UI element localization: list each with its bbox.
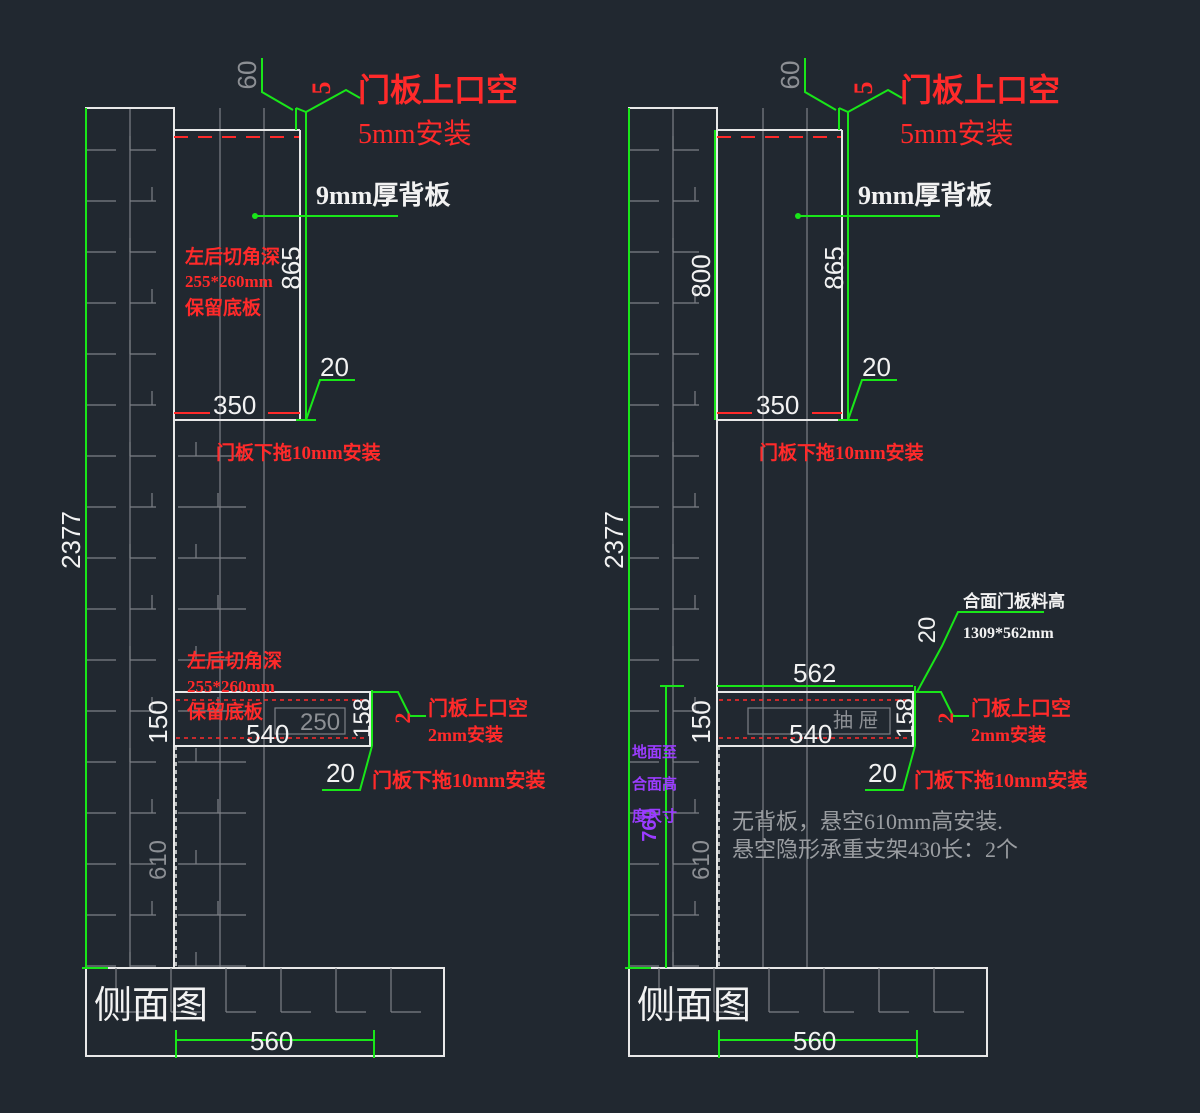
note-drawer-gap-2: 2mm安装 [428, 724, 503, 745]
note-top-gap-1: 门板上口空 [900, 72, 1060, 108]
dim-drawer-gap: 2 [933, 713, 958, 724]
drawer-handle-outline [274, 707, 346, 735]
dim-upper-height: 865 [819, 246, 849, 289]
leader-60 [804, 58, 837, 111]
note-door-drop-upper: 门板下拖10mm安装 [216, 441, 381, 464]
note-corner-cut-1: 左后切角深 [185, 245, 280, 268]
view-title: 侧面图 [637, 985, 751, 1027]
base-hatch [658, 968, 964, 1013]
dim-gap-top: 5 [849, 82, 878, 95]
leader-drawer-20 [865, 745, 916, 791]
dim-upper-800: 800 [686, 254, 716, 297]
wall-hatch [86, 108, 265, 968]
drawer-box [716, 691, 914, 747]
purple-note-1: 地面至 [632, 743, 677, 761]
note-top-gap-1: 门板上口空 [358, 72, 518, 108]
leader-60 [261, 58, 294, 111]
dim-upper-20: 20 [862, 352, 891, 382]
note-drawer-gap-1: 门板上口空 [971, 696, 1071, 720]
drawer-handle-outline [747, 707, 891, 735]
note-corner-cut-lower-1: 左后切角深 [187, 649, 282, 672]
note-drawer-drop: 门板下拖10mm安装 [914, 768, 1087, 792]
dim-drawer-top-20: 20 [914, 617, 941, 644]
dim-drawer-150: 150 [686, 700, 716, 743]
note-back-panel: 9mm厚背板 [316, 181, 450, 210]
leader-2 [915, 691, 969, 717]
dim-upper-height: 865 [276, 246, 306, 289]
note-drawer-drop: 门板下拖10mm安装 [372, 768, 545, 792]
dim-gap-top: 5 [307, 82, 336, 95]
note-corner-cut-2: 255*260mm [185, 272, 273, 291]
leader-5 [838, 88, 903, 114]
dim-base-560: 560 [250, 1026, 293, 1056]
dim-base-560: 560 [793, 1026, 836, 1056]
drawer-label: 抽 屉 [833, 709, 879, 732]
dim-top-60: 60 [775, 61, 805, 90]
leader-5 [295, 88, 361, 114]
dim-total-height: 2377 [56, 511, 86, 569]
note-install-1: 无背板，悬空610mm高安装. [732, 809, 1003, 834]
left-side-view: 2377 60 5 门板上口空 5mm安装 9mm厚背板 左后切角深 255*2… [56, 58, 545, 1058]
purple-note-2: 合面高 [631, 775, 677, 793]
leader-20 [305, 379, 355, 421]
dim-lower-610: 610 [688, 840, 715, 880]
drawer-box [173, 691, 371, 747]
dim-drawer-250: 250 [300, 709, 340, 736]
dim-drawer-158: 158 [892, 698, 919, 738]
purple-dim-760: 760 [639, 808, 661, 841]
note-top-gap-2: 5mm安装 [900, 118, 1014, 150]
note-door-material-1: 合面门板料高 [963, 591, 1065, 611]
wall-hatch [629, 108, 808, 968]
leader-2 [372, 691, 426, 717]
note-corner-cut-lower-3: 保留底板 [186, 700, 264, 723]
dim-drawer-540: 540 [789, 719, 832, 749]
dim-upper-20: 20 [320, 352, 349, 382]
dim-drawer-158: 158 [349, 698, 376, 738]
base-hatch [115, 968, 421, 1013]
dim-upper-depth: 350 [213, 390, 256, 420]
leader-20 [847, 379, 897, 421]
note-door-drop-upper: 门板下拖10mm安装 [759, 441, 924, 464]
purple-note-3: 度尺寸 [632, 807, 677, 825]
right-side-view: 2377 60 5 门板上口空 5mm安装 9mm厚背板 800 865 20 … [599, 58, 1087, 1058]
leader-drawer-20 [322, 745, 373, 791]
dim-drawer-540: 540 [246, 719, 289, 749]
base-box [628, 967, 988, 1057]
dim-upper-depth: 350 [756, 390, 799, 420]
note-door-material-2: 1309*562mm [963, 625, 1054, 642]
leader-material [916, 611, 1044, 693]
dim-drawer-20: 20 [326, 758, 355, 788]
dim-top-60: 60 [232, 61, 262, 90]
note-corner-cut-3: 保留底板 [184, 296, 262, 319]
base-box [85, 967, 445, 1057]
note-install-2: 悬空隐形承重支架430长：2个 [732, 837, 1018, 862]
note-back-panel: 9mm厚背板 [858, 181, 992, 210]
dim-drawer-150: 150 [143, 700, 173, 743]
note-drawer-gap-2: 2mm安装 [971, 724, 1046, 745]
note-drawer-gap-1: 门板上口空 [428, 696, 528, 720]
dim-drawer-gap: 2 [390, 713, 415, 724]
leader-dot [795, 213, 801, 219]
dim-lower-610: 610 [145, 840, 172, 880]
dim-drawer-20: 20 [868, 758, 897, 788]
dim-drawer-562: 562 [793, 658, 836, 688]
note-top-gap-2: 5mm安装 [358, 118, 472, 150]
leader-dot [252, 213, 258, 219]
view-title: 侧面图 [94, 985, 208, 1027]
note-corner-cut-lower-2: 255*260mm [187, 677, 275, 696]
dim-total-height: 2377 [599, 511, 629, 569]
